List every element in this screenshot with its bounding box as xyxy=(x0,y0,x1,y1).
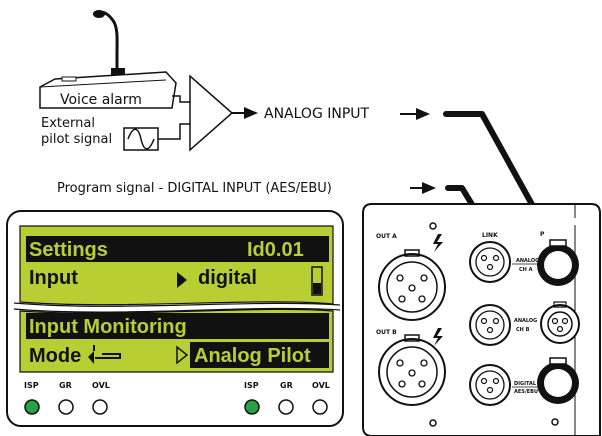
aes-ebu-label: AES/EBU xyxy=(514,389,538,395)
sine-wave-icon xyxy=(123,127,159,151)
voice-alarm-label: Voice alarm xyxy=(60,92,142,108)
analog-b-label: ANALOG xyxy=(514,318,537,324)
amplifier-triangle-icon xyxy=(189,74,234,152)
digital-input-label: Program signal - DIGITAL INPUT (AES/EBU) xyxy=(57,181,332,196)
level-meter xyxy=(311,266,323,296)
play-triangle-icon xyxy=(176,345,189,365)
lightning-icon xyxy=(433,328,443,346)
xlr-link-connector xyxy=(469,241,511,283)
level-meter-fill xyxy=(313,283,321,294)
led-label-gr-left: GR xyxy=(59,381,72,390)
gr-led-right xyxy=(278,399,294,415)
xlr-out-a-connector xyxy=(378,249,446,321)
ch-a-label: CH A xyxy=(519,267,533,273)
arrow-right-icon xyxy=(232,107,258,119)
settings-id: Id0.01 xyxy=(247,239,304,261)
analog-plug xyxy=(537,239,579,286)
xlr-analog-b-connector xyxy=(469,304,511,346)
external-label: External xyxy=(41,116,95,131)
gr-led-left xyxy=(58,399,74,415)
out-b-label: OUT B xyxy=(376,329,397,336)
lightning-icon xyxy=(433,234,443,252)
mode-value: Analog Pilot xyxy=(194,345,311,367)
arrow-right-icon xyxy=(400,108,430,120)
xlr-female-connector xyxy=(540,301,580,344)
isp-led-left xyxy=(24,399,40,415)
led-label-ovl-left: OVL xyxy=(92,381,110,390)
arrow-right-icon xyxy=(410,182,436,194)
input-label: Input xyxy=(29,267,78,289)
ovl-led-left xyxy=(92,399,108,415)
analog-input-label: ANALOG INPUT xyxy=(264,106,370,122)
ovl-led-right xyxy=(312,399,328,415)
pilot-signal-label: pilot signal xyxy=(41,132,112,147)
digital-label: DIGITAL xyxy=(514,381,537,387)
play-triangle-icon xyxy=(177,272,187,288)
xlr-out-b-connector xyxy=(378,334,446,406)
led-label-isp-right: ISP xyxy=(244,381,259,390)
input-value: digital xyxy=(198,267,257,289)
monitoring-title: Input Monitoring xyxy=(29,316,187,338)
led-label-isp-left: ISP xyxy=(24,381,39,390)
mode-value-bar xyxy=(190,342,329,368)
isp-led-right xyxy=(244,399,260,415)
led-label-gr-right: GR xyxy=(280,381,293,390)
microphone-icon xyxy=(93,10,125,75)
monitoring-bar xyxy=(26,313,329,339)
link-label: LINK xyxy=(482,232,498,239)
top-right-label: P xyxy=(540,231,545,238)
mode-label: Mode xyxy=(29,345,81,367)
voice-alarm-device xyxy=(39,71,177,109)
return-arrow-icon xyxy=(88,345,121,364)
xlr-digital-connector xyxy=(469,364,511,406)
settings-title: Settings xyxy=(29,239,108,261)
led-label-ovl-right: OVL xyxy=(312,381,330,390)
out-a-label: OUT A xyxy=(376,233,397,240)
ch-b-label: CH B xyxy=(516,327,530,333)
settings-bar xyxy=(26,236,329,262)
analog-label: ANALOG xyxy=(516,258,539,264)
digital-plug xyxy=(537,357,579,404)
